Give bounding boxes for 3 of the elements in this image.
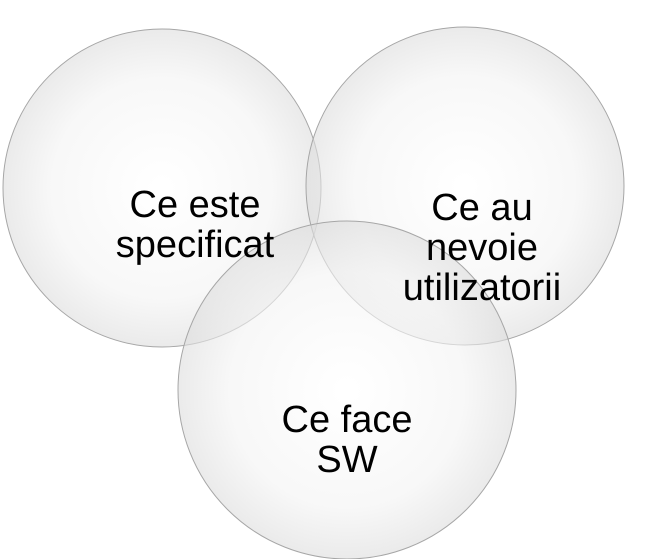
circle-label: Ce este specificat <box>114 185 276 265</box>
circle-label: Ce face SW <box>280 400 414 480</box>
circle-label: Ce au nevoie utilizatorii <box>402 188 562 308</box>
